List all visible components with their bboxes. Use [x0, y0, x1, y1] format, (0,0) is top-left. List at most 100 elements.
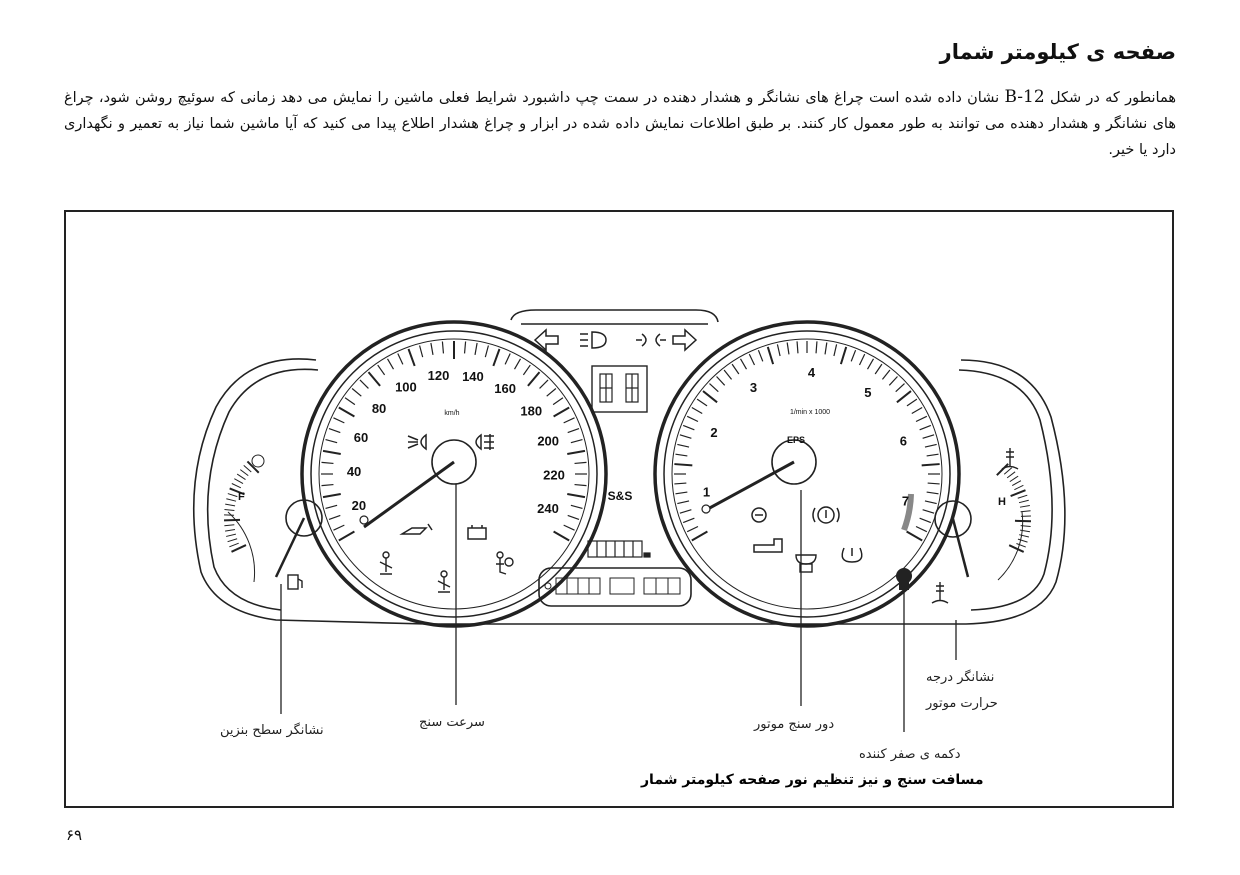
tachometer-tick-label: 7 [902, 493, 909, 508]
cluster-housing-inner [206, 368, 319, 611]
speedometer-tick-label: 120 [428, 368, 450, 383]
gauge-tick [246, 460, 260, 474]
tachometer-tick-label: 6 [900, 434, 907, 449]
gauge-tick [895, 383, 905, 393]
gauge-tick [716, 376, 726, 386]
gauge-tick [674, 463, 693, 467]
battery-icon [467, 525, 487, 540]
gauge-tick [679, 509, 692, 514]
left-turn-icon [533, 328, 559, 352]
gauge-tick [567, 514, 580, 521]
gauge-tick [522, 364, 531, 376]
gauge-tick [824, 342, 828, 355]
gauge-tick [1008, 544, 1025, 553]
gauge-tick [731, 363, 740, 375]
gauge-tick [322, 449, 341, 456]
gauge-tick [328, 514, 341, 521]
fuel-gauge [224, 454, 323, 583]
gauge-tick [474, 342, 478, 355]
gauge-tick [1003, 467, 1013, 475]
oil-pressure-icon [399, 523, 433, 535]
gauge-tick [709, 383, 719, 393]
gauge-tick [922, 434, 935, 439]
gauge-tick [858, 353, 866, 366]
gauge-tick [766, 346, 775, 365]
gauge-tick [227, 538, 238, 543]
fuel-indicator-dot [251, 454, 265, 468]
right-turn-icon [672, 328, 698, 352]
tachometer-unit: 1/min x 1000 [790, 409, 830, 416]
gauge-tick [441, 341, 445, 354]
gauge-tick [1020, 510, 1031, 513]
gauge-tick [351, 388, 362, 397]
tachometer-callout: دور سنج موتور [754, 717, 835, 732]
gauge-tick [674, 482, 687, 485]
speedometer-tick-label: 40 [347, 464, 361, 479]
tachometer-hub [771, 439, 817, 485]
gauge-tick [919, 424, 932, 431]
gauge-tick [236, 473, 246, 480]
gauge-tick [702, 390, 718, 404]
gauge-tick [1019, 529, 1031, 533]
speedometer-tick-label: 160 [494, 381, 516, 396]
gauge-tick [567, 427, 580, 434]
gauge-tick [691, 530, 708, 542]
speedometer-tick-label: 220 [543, 467, 565, 482]
gauge-tick [553, 530, 570, 542]
gauge-tick [539, 379, 549, 389]
tachometer-gauge [653, 320, 961, 628]
gauge-tick [231, 544, 247, 553]
door-status-box [591, 365, 648, 413]
temp-hot-mark: H [998, 496, 1006, 508]
gauge-tick [492, 348, 501, 367]
speedometer-tick-label: 60 [354, 430, 368, 445]
speedometer-unit: km/h [444, 410, 459, 417]
gauge-tick [682, 424, 695, 431]
gauge-tick [227, 493, 238, 498]
gauge-tick [418, 345, 424, 358]
gauge-tick [333, 417, 345, 424]
engine-icon [753, 538, 783, 553]
gauge-tick [574, 483, 587, 487]
gauge-tick [915, 525, 928, 533]
gauge-tick [552, 397, 564, 406]
gauge-tick [1019, 534, 1030, 538]
gauge-tick [675, 453, 688, 457]
gauge-tick [463, 341, 467, 354]
gauge-tick [570, 438, 583, 444]
gauge-tick [1018, 499, 1029, 504]
temp-gauge [934, 463, 1031, 581]
gauge-tick [696, 398, 708, 407]
gauge-tick [686, 525, 699, 533]
gauge-tick [513, 358, 522, 370]
gauge-tick [367, 371, 381, 387]
gauge-tick [881, 369, 891, 380]
page-number: ۶۹ [66, 826, 83, 844]
gauge-tick [386, 358, 395, 370]
tachometer-tick-label: 4 [808, 365, 816, 380]
gauge-tick [243, 465, 252, 473]
gauge-tick [866, 358, 875, 370]
gauge-tick [563, 524, 575, 531]
gauge-tick [776, 344, 781, 357]
reset-callout-line1: دکمه ی صفر کننده [859, 747, 961, 762]
gauge-tick [677, 443, 690, 448]
gauge-tick [225, 528, 236, 532]
brake-icon [812, 506, 840, 524]
cluster-housing [192, 358, 1066, 625]
gauge-tick [328, 427, 341, 434]
gauge-tick [1019, 504, 1030, 508]
gauge-tick [757, 349, 764, 362]
gauge-tick [553, 406, 570, 418]
tachometer-tick-label: 1 [703, 485, 710, 500]
gauge-tick [407, 348, 416, 367]
paragraph-part1: همانطور که در شکل [1049, 90, 1176, 106]
speedometer-tick-label: 20 [352, 498, 366, 513]
gauge-tick [926, 491, 939, 495]
gauge-tick [1017, 494, 1028, 499]
trip-lcd-display [544, 577, 681, 595]
gauge-tick [850, 349, 857, 362]
temp-callout-line2: حرارت موتور [926, 696, 998, 711]
gauge-tick [567, 492, 586, 499]
